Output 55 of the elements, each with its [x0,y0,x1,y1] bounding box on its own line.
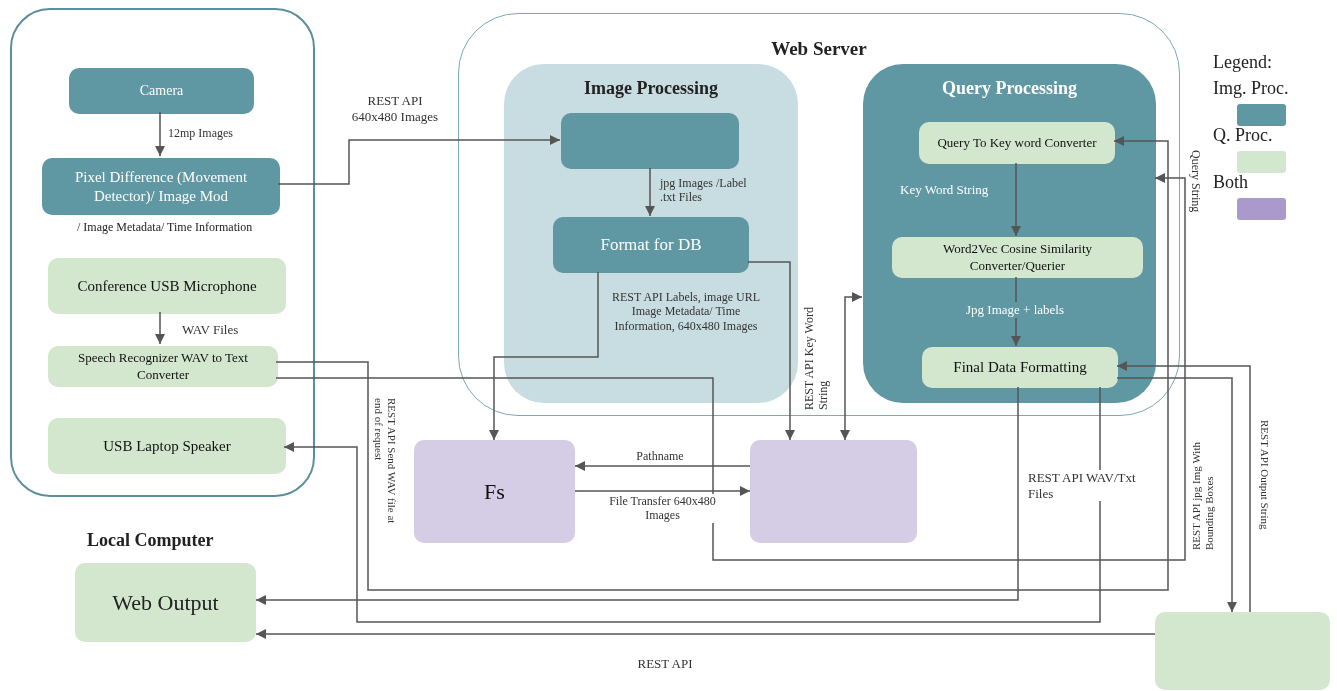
process-box [414,440,575,543]
arrow [255,386,1019,605]
group-title: Web Server [770,38,868,60]
empty-box [561,113,739,169]
arrow [1011,162,1021,237]
node-label: Query To Key word Converter [937,134,1097,152]
process-box [48,258,286,314]
arrow [1116,361,1251,613]
process-box [48,346,278,387]
arrow [275,173,1186,561]
node-label: Camera [139,82,184,100]
arrow [1116,377,1237,613]
arrow [283,386,1101,623]
arrow [155,111,165,157]
process-box [553,217,749,273]
process-box [892,237,1143,278]
node-label: Pixel Difference (Movement Detector)/ Image Mod [73,167,249,206]
arrow [255,629,1156,639]
arrow [645,167,655,217]
arrow [574,486,751,496]
node-label: Format for DB [600,234,702,256]
group-panel [504,64,798,403]
edge-label: REST API WAV/Txt Files [1028,470,1138,502]
group-panel [10,8,315,497]
node-caption: / Image Metadata/ Time Information [77,220,254,235]
empty-box [750,440,917,543]
process-box [69,68,254,114]
legend-label: Q. Proc. [1213,125,1273,146]
process-box [42,158,280,215]
arrow [840,292,863,441]
arrow [489,271,599,441]
arrow [155,311,165,345]
arrow [277,135,561,185]
process-box [48,418,286,474]
node-label: Web Output [112,588,219,617]
empty-box [1155,612,1330,690]
legend-title: Legend: [1213,52,1272,73]
node-label: Word2Vec Cosine Similarity Converter/Querier [941,241,1094,274]
legend-label: Both [1213,172,1248,193]
node-label: Conference USB Microphone [77,276,257,296]
group-title: Query Processing [940,78,1079,99]
process-box [922,347,1118,388]
process-box [919,122,1115,164]
node-label: Final Data Formatting [953,358,1087,377]
arrow [574,461,751,471]
group-panel [863,64,1156,403]
node-label: Fs [484,477,505,506]
group-title: Local Computer [87,530,214,551]
group-panel [458,13,1180,416]
arrow [275,136,1169,591]
node-label: USB Laptop Speaker [103,436,231,456]
node-label: Speech Recognizer WAV to Text Converter [77,350,249,383]
legend-label: Img. Proc. [1213,78,1289,99]
group-title: Image Processing [582,78,720,99]
arrow [747,261,795,441]
